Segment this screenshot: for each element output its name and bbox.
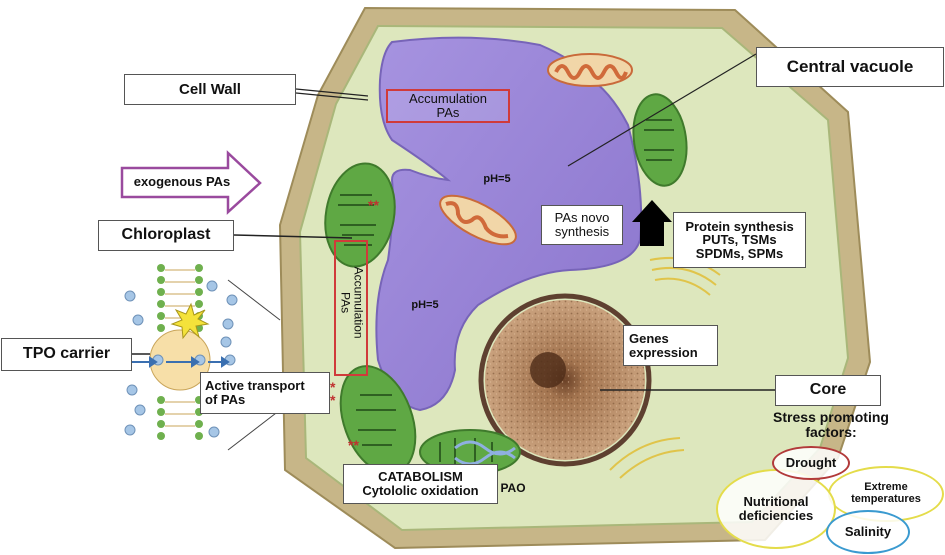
- catabolism-line1: CATABOLISM: [378, 470, 463, 484]
- mitochondrion-top: [548, 54, 632, 86]
- salinity-ellipse: Salinity: [826, 510, 910, 554]
- novo-line2: synthesis: [555, 225, 609, 239]
- accumulation-top-line2: PAs: [437, 106, 460, 120]
- tpo-carrier-label: TPO carrier: [1, 338, 132, 371]
- nucleolus: [530, 352, 566, 388]
- core-label: Core: [775, 375, 881, 406]
- stress-label: Stress promoting factors:: [752, 410, 910, 439]
- ph-top-label: pH=5: [472, 174, 522, 186]
- central-vacuole-label: Central vacuole: [756, 47, 944, 87]
- accumulation-side-label: Accumulation PAs: [339, 239, 364, 367]
- chloroplast-label: Chloroplast: [98, 220, 234, 251]
- protein-line3: SPDMs, SPMs: [696, 247, 783, 261]
- accumulation-side-line1: Accumulation: [352, 267, 366, 339]
- ph-bottom-label: pH=5: [400, 300, 450, 312]
- nutritional-line2: deficiencies: [739, 509, 813, 523]
- novo-synthesis-label: PAs novo synthesis: [541, 205, 623, 245]
- stress-line2: factors:: [805, 424, 856, 440]
- nutritional-line1: Nutritional: [744, 495, 809, 509]
- zoom-line-lower: [228, 410, 280, 450]
- pao-label: PAO: [496, 482, 530, 495]
- drought-ellipse: Drought: [772, 446, 850, 480]
- genes-line1: Genes: [629, 332, 669, 346]
- svg-text:*: *: [330, 392, 336, 408]
- accumulation-side-line2: PAs: [339, 292, 353, 313]
- protein-synthesis-label: Protein synthesis PUTs, TSMs SPDMs, SPMs: [673, 212, 806, 268]
- cell-wall-label: Cell Wall: [124, 74, 296, 105]
- active-line1: Active transport: [205, 379, 305, 393]
- accumulation-top-line1: Accumulation: [409, 92, 487, 106]
- protein-line1: Protein synthesis: [685, 220, 793, 234]
- catabolism-label: CATABOLISM Cytololic oxidation: [343, 464, 498, 504]
- protein-line2: PUTs, TSMs: [702, 233, 776, 247]
- catabolism-line2: Cytololic oxidation: [362, 484, 478, 498]
- active-line2: of PAs: [205, 393, 245, 407]
- genes-expression-label: Genes expression: [623, 325, 718, 366]
- stress-line1: Stress promoting: [773, 409, 889, 425]
- extreme-line2: temperatures: [851, 494, 921, 506]
- exogenous-label: exogenous PAs: [126, 175, 238, 189]
- active-transport-label: Active transport of PAs: [200, 372, 330, 414]
- nutritional-deficiencies-ellipse: Nutritional deficiencies: [716, 469, 836, 549]
- novo-line1: PAs novo: [555, 211, 610, 225]
- svg-text:**: **: [368, 197, 379, 213]
- svg-text:**: **: [348, 437, 359, 453]
- genes-line2: expression: [629, 346, 698, 360]
- accumulation-top-box: Accumulation PAs: [386, 89, 510, 123]
